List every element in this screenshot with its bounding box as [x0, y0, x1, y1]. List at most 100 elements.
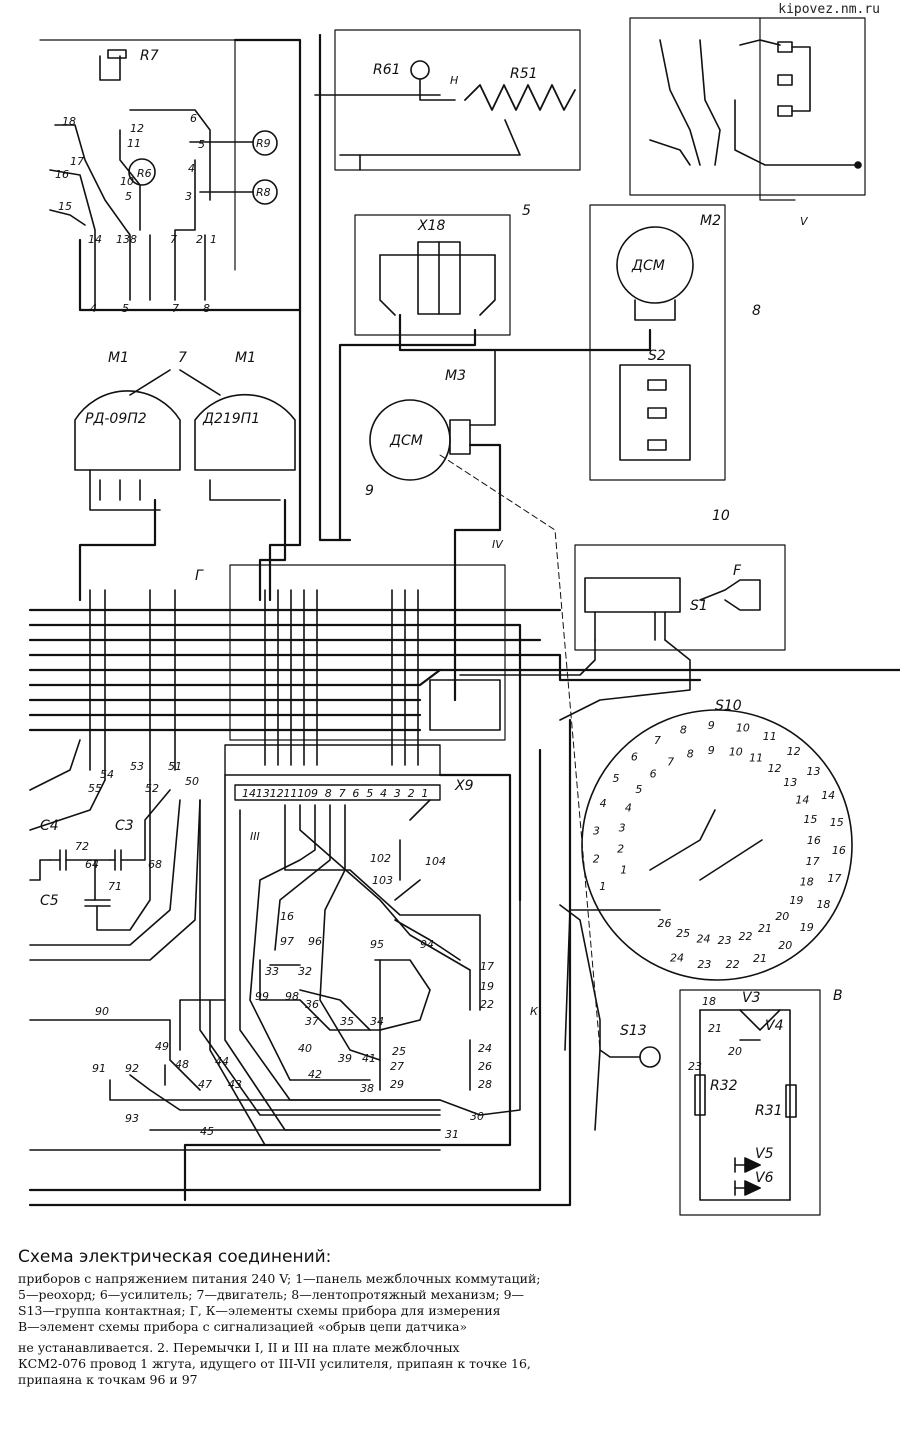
s10-outer-23: 24 — [670, 951, 684, 964]
x9-pin-2: 12 — [270, 787, 284, 800]
r8-label: R8 — [256, 186, 271, 199]
node-18: 92 — [125, 1062, 139, 1075]
node-17: 91 — [92, 1062, 106, 1075]
s10-inner-16: 17 — [806, 855, 820, 868]
s10-inner-14: 15 — [803, 813, 817, 826]
s10-outer-8: 9 — [708, 719, 715, 732]
s10-inner-23: 24 — [696, 933, 710, 946]
s1-label: S1 — [690, 598, 708, 614]
h-label: Н — [450, 74, 458, 87]
node-49: 17 — [480, 960, 494, 973]
m2-label: M2 — [700, 213, 721, 229]
r7-terminal-19: 5 — [122, 302, 129, 315]
r9-label: R9 — [256, 137, 271, 150]
s10-inner-13: 14 — [795, 794, 809, 807]
s10-outer-21: 22 — [726, 958, 740, 971]
x9-pin-1: 13 — [256, 787, 270, 800]
node-23: 104 — [425, 855, 446, 868]
s10-outer-4: 5 — [613, 772, 620, 785]
caption-line-4: В—элемент схемы прибора с сигнализацией … — [18, 1319, 468, 1334]
r7-terminal-16: 2 — [196, 233, 203, 246]
r31-label: R31 — [755, 1103, 783, 1119]
s10-inner-21: 22 — [739, 930, 753, 943]
r7-label: R7 — [140, 48, 159, 64]
node-19: 93 — [125, 1112, 139, 1125]
node-50: 19 — [480, 980, 494, 993]
r7-terminal-2: 16 — [55, 168, 69, 181]
r7-terminal-15: 7 — [170, 233, 177, 246]
node-13: 47 — [198, 1078, 212, 1091]
s10-inner-17: 18 — [800, 876, 814, 889]
r7-terminal-0: 18 — [62, 115, 76, 128]
m3-dsm-label: ДСМ — [389, 433, 423, 449]
n10-label: 10 — [712, 508, 730, 524]
caption-line-5: не устанавливается. 2. Перемычки I, II и… — [18, 1340, 460, 1355]
r9-resistor — [252, 130, 278, 156]
node-3: 52 — [145, 782, 159, 795]
node-44: 27 — [390, 1060, 404, 1073]
r6-label: R6 — [137, 167, 152, 180]
node-42: 38 — [360, 1082, 374, 1095]
s10-inner-22: 23 — [718, 934, 732, 947]
x9-pin-4: 10 — [297, 787, 311, 800]
s10-inner-11: 12 — [768, 762, 782, 775]
watermark: kipovez.nm.ru — [778, 2, 880, 17]
m1-label-b: M1 — [235, 350, 256, 366]
r7-terminal-17: 1 — [210, 233, 217, 246]
s10-inner-5: 6 — [650, 767, 657, 780]
node-26: 97 — [280, 935, 294, 948]
x9-pin-10: 4 — [380, 787, 387, 800]
s10-inner-3: 4 — [625, 801, 632, 814]
s10-outer-20: 21 — [753, 952, 767, 965]
s10-inner-20: 21 — [758, 922, 772, 935]
r61-resistor — [410, 60, 430, 80]
c3-label: C3 — [115, 818, 134, 834]
node-25: 16 — [280, 910, 294, 923]
node-31: 32 — [298, 965, 312, 978]
s10-outer-11: 12 — [787, 745, 801, 758]
c5-label: C5 — [40, 893, 59, 909]
s10-inner-4: 5 — [635, 783, 642, 796]
caption-line-6: КСМ2-076 провод 1 жгута, идущего от III-… — [18, 1356, 531, 1371]
r7-terminal-11: 3 — [185, 190, 192, 203]
s10-outer-15: 16 — [832, 844, 846, 857]
s10-inner-0: 1 — [620, 864, 627, 877]
r7-terminal-10: 4 — [188, 162, 195, 175]
s10-inner-2: 3 — [619, 822, 626, 835]
r32-label: R32 — [710, 1078, 738, 1094]
node-15: 44 — [215, 1055, 229, 1068]
x9-pin-5: 9 — [311, 787, 318, 800]
x9-pin-9: 5 — [366, 787, 373, 800]
s10-outer-17: 18 — [816, 898, 830, 911]
r7-terminal-6: 10 — [120, 175, 134, 188]
v5-label: V5 — [755, 1146, 774, 1162]
node-11: 49 — [155, 1040, 169, 1053]
x9-pin-6: 8 — [325, 787, 332, 800]
node-8: 68 — [148, 858, 162, 871]
node-6: 72 — [75, 840, 89, 853]
node-7: 64 — [85, 858, 99, 871]
r6-resistor — [128, 158, 156, 186]
c4-label: C4 — [40, 818, 59, 834]
node-52: 18 — [702, 995, 716, 1008]
r7-terminal-1: 17 — [70, 155, 84, 168]
node-22: 102 — [370, 852, 391, 865]
x9-label: X9 — [454, 778, 474, 794]
n9-label: 9 — [365, 483, 374, 499]
s10-outer-6: 7 — [654, 734, 661, 747]
r61-label: R61 — [373, 62, 401, 78]
s10-inner-7: 8 — [687, 747, 694, 760]
k-label: К — [530, 1005, 539, 1018]
s10-outer-0: 1 — [599, 880, 606, 893]
node-48: 28 — [478, 1078, 492, 1091]
node-51: 22 — [480, 998, 494, 1011]
s13-contact — [639, 1046, 661, 1068]
s13-label: S13 — [620, 1023, 647, 1039]
s10-outer-5: 6 — [631, 751, 638, 764]
s10-outer-7: 8 — [680, 723, 687, 736]
s10-outer-13: 14 — [821, 789, 835, 802]
node-14: 43 — [228, 1078, 242, 1091]
s10-inner-24: 25 — [676, 927, 690, 940]
r7-terminal-18: 4 — [90, 302, 97, 315]
